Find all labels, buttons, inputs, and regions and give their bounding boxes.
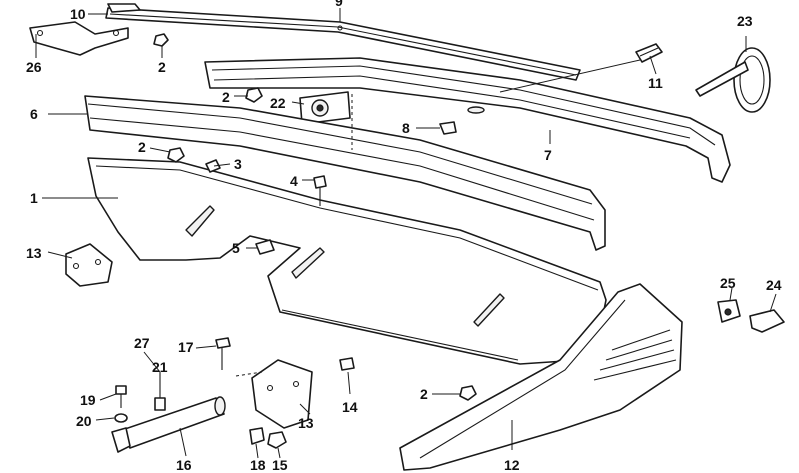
label-9: 9 — [335, 0, 343, 9]
part-2-nut-top — [153, 33, 169, 47]
label-14: 14 — [342, 399, 358, 415]
part-11-plug — [635, 43, 663, 63]
part-14-bolt — [339, 357, 355, 371]
label-2-left: 2 — [138, 139, 146, 155]
label-1: 1 — [30, 190, 38, 206]
label-22: 22 — [270, 95, 286, 111]
label-5: 5 — [232, 240, 240, 256]
label-2-upper: 2 — [222, 89, 230, 105]
part-3-bolt — [205, 159, 221, 173]
label-8: 8 — [402, 120, 410, 136]
part-25-grommet — [717, 299, 741, 323]
label-4: 4 — [290, 173, 298, 189]
label-7: 7 — [544, 147, 552, 163]
label-23: 23 — [737, 13, 753, 29]
leader-lines — [35, 8, 777, 459]
label-11: 11 — [648, 75, 663, 91]
part-13-bracket-left — [65, 243, 113, 287]
label-18: 18 — [250, 457, 266, 473]
part-23-tow-hook — [695, 47, 771, 113]
label-2-lower: 2 — [420, 386, 428, 402]
part-2-nut-lower — [459, 385, 477, 401]
part-2-nut-left — [167, 147, 185, 163]
part-8-clip — [439, 121, 457, 135]
callout-labels: 10 9 26 2 2 22 6 8 7 11 23 1 2 3 4 5 13 … — [26, 0, 782, 473]
label-6: 6 — [30, 106, 38, 122]
label-3: 3 — [234, 156, 242, 172]
label-26: 26 — [26, 59, 42, 75]
label-19: 19 — [80, 392, 96, 408]
part-16-impact-absorber — [111, 396, 226, 453]
label-16: 16 — [176, 457, 192, 473]
part-5-clip — [255, 239, 275, 255]
part-12-corner-bumper — [399, 283, 683, 471]
label-13-right: 13 — [298, 415, 314, 431]
label-17: 17 — [178, 339, 194, 355]
part-6-bumper-bar — [84, 95, 606, 251]
part-17-bolt — [215, 337, 231, 370]
part-4-bolt — [313, 175, 327, 206]
part-7-bumper-strip — [204, 57, 731, 183]
part-10-end-cap — [107, 3, 141, 13]
part-24-plug — [749, 309, 785, 333]
label-21: 21 — [152, 359, 168, 375]
label-25: 25 — [720, 275, 736, 291]
part-2-nut-upper — [245, 87, 263, 103]
part-15-nut — [267, 431, 287, 449]
label-10: 10 — [70, 6, 86, 22]
part-1-lower-apron — [87, 157, 607, 365]
part-13-bracket-right — [251, 359, 313, 429]
part-19-bolt — [115, 385, 127, 408]
label-27: 27 — [134, 335, 150, 351]
label-2-top: 2 — [158, 59, 166, 75]
part-18-nut — [249, 427, 265, 445]
label-12: 12 — [504, 457, 520, 473]
label-13-left: 13 — [26, 245, 42, 261]
label-20: 20 — [76, 413, 92, 429]
part-22-license-light — [299, 91, 351, 125]
label-24: 24 — [766, 277, 782, 293]
part-26-bracket — [29, 21, 129, 56]
part-20-washer — [114, 413, 128, 423]
label-15: 15 — [272, 457, 288, 473]
